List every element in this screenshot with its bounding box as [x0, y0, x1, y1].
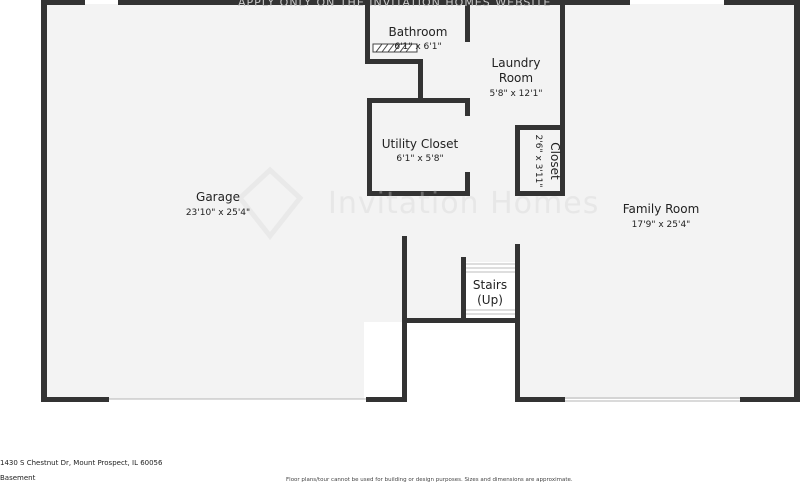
wall-bathroom-west — [365, 0, 370, 64]
wall-utility-east-1 — [465, 98, 470, 116]
closet-label: Closet — [548, 142, 562, 180]
wall-north-3 — [724, 0, 800, 5]
stairs-label-1: Stairs — [473, 278, 507, 292]
watermark-center-text: Invitation Homes — [328, 186, 600, 221]
wall-stairs-west — [461, 257, 466, 320]
wall-bathroom-south — [365, 59, 423, 64]
family-room-dims: 17'9" x 25'4" — [632, 220, 691, 230]
bathroom-dims: 6'1" x 6'1" — [394, 42, 441, 52]
footer-level: Basement — [0, 474, 36, 482]
wall-bathroom-notch — [418, 59, 423, 100]
closet-dims: 2'6" x 3'11" — [533, 135, 543, 188]
stairs-area — [466, 262, 515, 318]
wall-utility-west — [367, 98, 372, 196]
watermark-top-text: APPLY ONLY ON THE INVITATION HOMES WEBSI… — [238, 0, 552, 9]
wall-east — [794, 0, 800, 402]
footer-disclaimer: Floor plans/tour cannot be used for buil… — [286, 477, 573, 483]
wall-south-garage-1 — [41, 397, 109, 402]
wall-bathroom-east — [465, 0, 470, 42]
wall-south-family-2 — [740, 397, 800, 402]
laundry-label-2: Room — [499, 71, 533, 85]
wall-laundry-east — [560, 0, 565, 196]
bathroom-fixture-hatch — [375, 43, 413, 53]
wall-closet-south — [515, 191, 565, 196]
wall-closet-west — [515, 125, 520, 194]
wall-family-west-lower — [515, 244, 520, 402]
laundry-dims: 5'8" x 12'1" — [490, 89, 543, 99]
wall-north-1 — [41, 0, 85, 5]
wall-utility-east-2 — [465, 172, 470, 196]
wall-south-family-1 — [515, 397, 565, 402]
wall-stairs-south — [402, 318, 518, 323]
stairs-steps-icon — [466, 263, 515, 315]
wall-west — [41, 0, 47, 402]
utility-closet-label: Utility Closet — [382, 137, 459, 151]
stairs-label-2: (Up) — [477, 293, 503, 307]
bathroom-fixture — [372, 43, 418, 53]
wall-utility-north — [367, 98, 470, 103]
laundry-label-1: Laundry — [492, 56, 541, 70]
utility-closet-dims: 6'1" x 5'8" — [396, 154, 443, 164]
garage-label: Garage — [196, 190, 240, 204]
wall-closet-north — [515, 125, 565, 130]
footer-address: 1430 S Chestnut Dr, Mount Prospect, IL 6… — [0, 459, 163, 467]
wall-north-2 — [118, 0, 630, 5]
bathroom-label: Bathroom — [389, 25, 448, 39]
garage-dims: 23'10" x 25'4" — [186, 208, 250, 218]
watermark-logo-icon — [236, 166, 304, 241]
family-room-label: Family Room — [623, 202, 700, 216]
wall-utility-south — [367, 191, 470, 196]
garage-floor — [46, 4, 364, 399]
wall-south-garage-2 — [366, 397, 407, 402]
